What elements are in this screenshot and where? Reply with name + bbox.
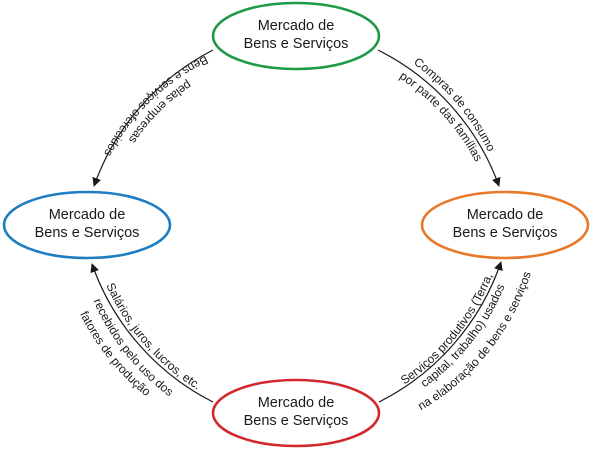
flow-label-bottom-right: Serviços produtivos (Terra, capital, tra… [398,270,534,413]
node-left: Mercado de Bens e Serviços [2,190,172,260]
node-label-line2: Bens e Serviços [244,36,349,52]
flow-arrow-bottom-to-left [90,263,214,403]
flow-arrow-bottom-to-right [378,261,503,403]
node-top: Mercado de Bens e Serviços [211,1,381,71]
node-label-line1: Mercado de [467,207,544,223]
node-label-line1: Mercado de [49,207,126,223]
svg-text:Compras de consumo: Compras de consumo [411,55,498,154]
flow-label-line: Compras de consumo [411,55,498,154]
flow-arrow-top-to-left [92,49,214,187]
node-bottom: Mercado de Bens e Serviços [211,378,381,448]
node-ellipse [2,190,172,260]
node-label-line1: Mercado de [258,395,335,411]
node-ellipse [211,378,381,448]
node-label-line1: Mercado de [258,18,335,34]
node-label-line2: Bens e Serviços [244,413,349,429]
node-label-line2: Bens e Serviços [35,225,140,241]
flow-label-top-left: Bens e serviços oferecidos pelas empresa… [101,53,210,159]
flow-label-bottom-left: Salários, juros, lucros, etc. recebidos … [77,281,203,399]
node-ellipse [211,1,381,71]
flow-arrow-top-to-right [377,49,501,187]
node-ellipse [420,190,590,260]
node-label-line2: Bens e Serviços [453,225,558,241]
node-right: Mercado de Bens e Serviços [420,190,590,260]
